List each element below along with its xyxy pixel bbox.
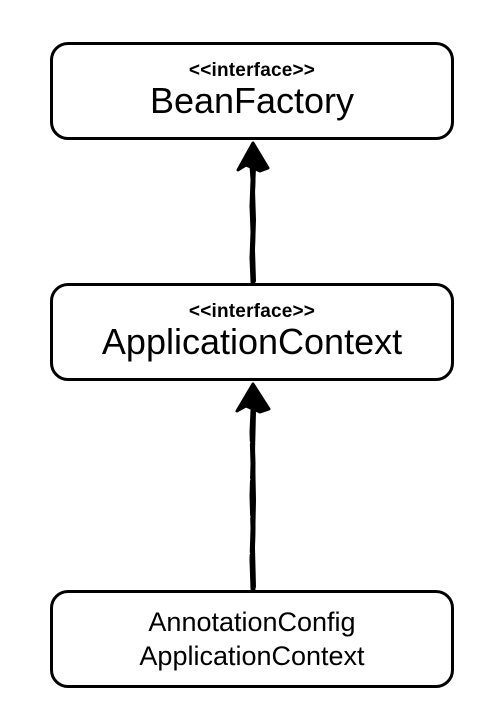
- applicationcontext-stereotype: <<interface>>: [188, 301, 316, 322]
- beanfactory-node: <<interface>> BeanFactory: [50, 42, 454, 140]
- annotationconfig-name-line1: AnnotationConfig: [148, 607, 356, 637]
- applicationcontext-node: <<interface>> ApplicationContext: [50, 283, 454, 381]
- applicationcontext-name: ApplicationContext: [101, 321, 403, 362]
- edge-appcontext-to-beanfactory: [236, 141, 270, 285]
- annotationconfig-applicationcontext-node: AnnotationConfig ApplicationContext: [50, 590, 454, 688]
- annotationconfig-name-line2: ApplicationContext: [139, 641, 365, 671]
- edge-annotation-to-appcontext: [235, 382, 271, 592]
- beanfactory-stereotype: <<interface>>: [188, 60, 316, 81]
- arrowhead-beanfactory: [236, 141, 270, 173]
- arrowhead-appcontext: [235, 382, 271, 414]
- beanfactory-name: BeanFactory: [149, 80, 355, 121]
